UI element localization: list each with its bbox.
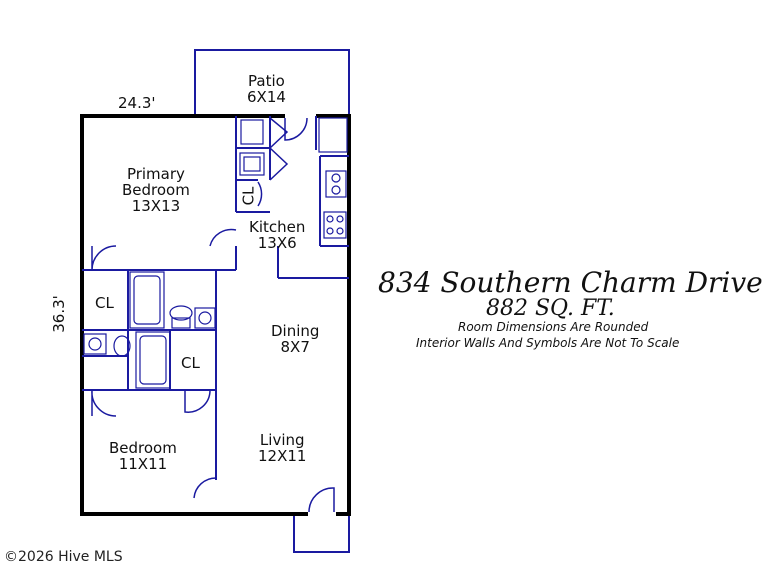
toilet-guest <box>113 335 131 357</box>
note-rounded: Room Dimensions Are Rounded <box>458 320 649 334</box>
dining-label: Dining 8X7 <box>271 323 319 355</box>
patio-size: 6X14 <box>247 88 286 106</box>
fixtures <box>83 117 348 389</box>
patio-label: Patio 6X14 <box>247 73 286 105</box>
stove <box>323 211 347 239</box>
bathtub-guest <box>135 331 171 389</box>
entry-stoop <box>293 514 350 553</box>
address-title: 834 Southern Charm Drive <box>378 266 763 299</box>
bathtub-primary <box>129 271 165 329</box>
closet-kitchen-label: CL <box>239 186 258 206</box>
laundry-sink <box>239 152 265 176</box>
area-title: 882 SQ. FT. <box>486 296 615 321</box>
sink-primary <box>194 307 216 329</box>
living-name: Living <box>259 431 305 449</box>
bedroom-size: 11X11 <box>118 455 168 473</box>
patio-outline <box>194 49 350 116</box>
patio-name: Patio <box>248 72 285 90</box>
refrigerator <box>318 117 348 153</box>
bedroom-label: Bedroom 11X11 <box>109 440 177 472</box>
bedroom-name: Bedroom <box>109 439 177 457</box>
exterior-wall <box>80 114 351 516</box>
kitchen-size: 13X6 <box>257 234 297 252</box>
toilet-primary <box>169 305 193 321</box>
primary-bedroom-name-1: Primary <box>126 165 185 183</box>
dining-name: Dining <box>271 322 320 340</box>
watermark: ©2026 Hive MLS <box>4 549 123 565</box>
closet-mid-label: CL <box>181 354 200 372</box>
kitchen-label: Kitchen 13X6 <box>249 219 305 251</box>
washer <box>240 119 264 145</box>
living-label: Living 12X11 <box>258 432 306 464</box>
depth-dimension: 36.3' <box>49 295 68 333</box>
primary-bedroom-size: 13X13 <box>131 197 181 215</box>
door-swings <box>91 117 335 513</box>
sink-guest <box>83 333 107 355</box>
living-size: 12X11 <box>258 447 307 465</box>
primary-bedroom-name-2: Bedroom <box>122 181 190 199</box>
closet-left-label: CL <box>95 294 114 312</box>
primary-bedroom-label: Primary Bedroom 13X13 <box>122 166 190 214</box>
kitchen-sink <box>325 170 347 198</box>
width-dimension: 24.3' <box>118 94 156 112</box>
note-scale: Interior Walls And Symbols Are Not To Sc… <box>416 336 680 350</box>
dining-size: 8X7 <box>280 338 310 356</box>
kitchen-name: Kitchen <box>249 218 306 236</box>
